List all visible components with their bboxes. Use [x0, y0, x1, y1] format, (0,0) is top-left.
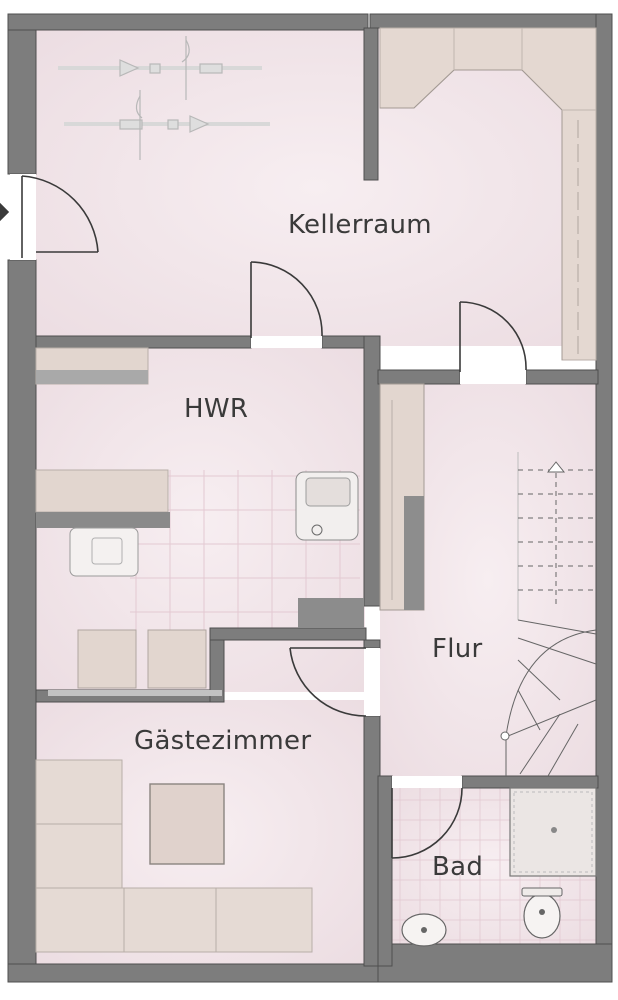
- washer: [77, 629, 137, 689]
- dryer: [147, 629, 207, 689]
- room-label-hwr: HWR: [184, 394, 249, 424]
- kellerraum-furniture: [58, 27, 597, 361]
- wall-outer-right: [595, 13, 613, 983]
- hwr-counter: [35, 469, 169, 513]
- shelf-strip: [48, 690, 222, 696]
- room-label-bad: Bad: [432, 852, 484, 882]
- room-label-kellerraum: Kellerraum: [288, 210, 432, 240]
- hwr-cabinet: [298, 598, 364, 628]
- walls: [7, 13, 613, 983]
- flur-furniture: [379, 383, 425, 611]
- bad-door[interactable]: [391, 787, 463, 859]
- wall-kellerraum-hwr-left: [35, 335, 252, 349]
- wall-hwr-step-top: [209, 627, 367, 641]
- wall-kellerraum-flur-left: [377, 369, 461, 385]
- door-opening-entrance: [10, 174, 36, 260]
- wall-flur-bad-right: [461, 775, 599, 789]
- toilet: [523, 893, 561, 939]
- wall-outer-bottom-left: [7, 963, 379, 983]
- door-opening-hwr: [251, 336, 322, 348]
- wall-outer-left-top: [7, 13, 37, 175]
- wall-flur-left-lower: [363, 639, 381, 649]
- door-openings: [10, 174, 526, 788]
- sofa-bottom: [35, 887, 313, 953]
- wall-kellerraum-divider: [363, 27, 379, 181]
- staircase: [500, 452, 597, 777]
- hwr-door[interactable]: [250, 261, 323, 338]
- doors: [0, 175, 527, 859]
- hwr-furniture: [35, 347, 364, 689]
- coffee-table: [149, 783, 225, 865]
- door-opening-gaeste: [364, 648, 380, 716]
- bad-furniture: [401, 787, 597, 947]
- wall-outer-top-left: [7, 13, 369, 31]
- door-opening-flur: [460, 370, 526, 384]
- flur-door[interactable]: [459, 301, 527, 372]
- wall-outer-left-bottom: [7, 259, 37, 983]
- door-opening-bad: [392, 776, 462, 788]
- room-label-gaestezimmer: Gästezimmer: [134, 726, 312, 756]
- room-label-flur: Flur: [432, 634, 483, 664]
- wall-outer-bottom-right: [377, 943, 613, 983]
- floor-kellerraum: [35, 28, 595, 346]
- wall-outer-top-right: [369, 13, 613, 29]
- wall-bad-left: [377, 775, 393, 967]
- hwr-sink: [69, 527, 139, 577]
- entrance-door[interactable]: [0, 175, 99, 258]
- wall-kellerraum-flur-right: [525, 369, 599, 385]
- gaeste-door[interactable]: [289, 647, 367, 717]
- gaestezimmer-furniture: [35, 690, 313, 953]
- fitness-equipment: [58, 36, 270, 160]
